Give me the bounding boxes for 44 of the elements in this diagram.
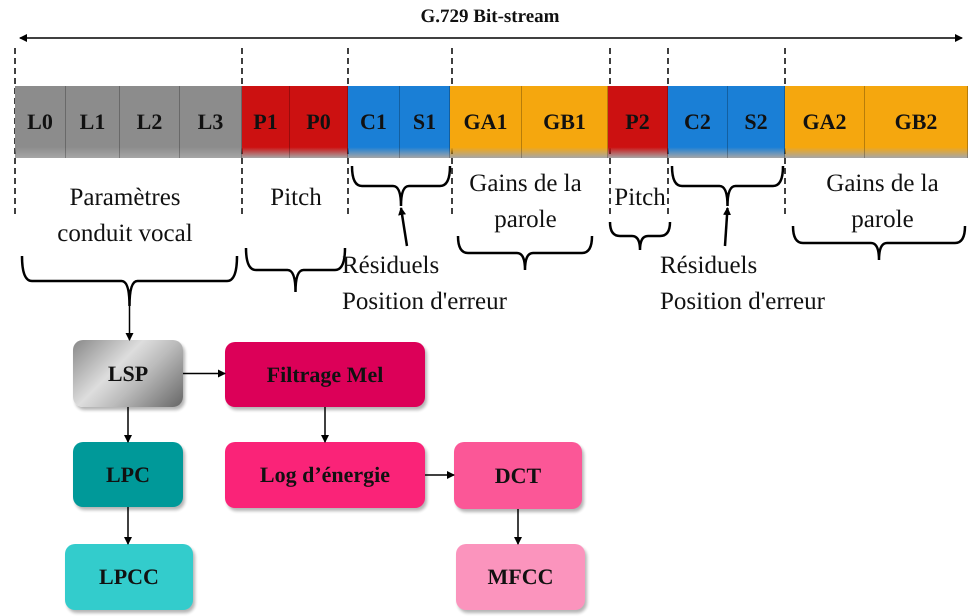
group-label: Pitch xyxy=(269,183,323,213)
arrow xyxy=(124,507,132,545)
curly-brace xyxy=(608,222,672,252)
arrow xyxy=(124,407,132,443)
bit-field: GB1 xyxy=(522,86,608,158)
bit-field: P2 xyxy=(608,86,668,158)
curly-brace xyxy=(456,236,594,272)
group-label: Pitch xyxy=(613,183,667,213)
bit-field: GB2 xyxy=(865,86,968,158)
group-label: Résiduels Position d'erreur xyxy=(660,248,831,320)
bit-field: GA2 xyxy=(785,86,865,158)
arrow xyxy=(398,207,408,246)
process-box: LPCC xyxy=(65,544,193,610)
bit-field: L2 xyxy=(120,86,180,158)
process-box: LPC xyxy=(73,442,183,507)
group-label: Gains de la parole xyxy=(825,169,940,235)
arrow xyxy=(425,471,455,479)
group-label: Paramètres conduit vocal xyxy=(54,180,196,256)
curly-brace xyxy=(350,166,452,208)
arrow xyxy=(126,306,134,341)
process-box: LSP xyxy=(73,340,183,407)
process-box: Log d’énergie xyxy=(225,442,425,508)
process-box: DCT xyxy=(454,442,582,509)
bit-field: S1 xyxy=(400,86,450,158)
title: G.729 Bit-stream xyxy=(420,5,560,29)
process-box: Filtrage Mel xyxy=(225,342,425,407)
bit-field: L1 xyxy=(66,86,120,158)
arrow xyxy=(514,509,522,545)
bit-field: C1 xyxy=(348,86,400,158)
process-box: MFCC xyxy=(456,544,585,610)
bit-field: L0 xyxy=(15,86,66,158)
bit-field: S2 xyxy=(728,86,785,158)
arrow xyxy=(183,370,226,378)
curly-brace xyxy=(670,166,784,208)
bit-field: L3 xyxy=(180,86,242,158)
bit-field: GA1 xyxy=(450,86,522,158)
bit-field: P0 xyxy=(290,86,348,158)
group-label: Résiduels Position d'erreur xyxy=(342,248,513,320)
bit-field: C2 xyxy=(668,86,728,158)
curly-brace xyxy=(20,256,238,308)
arrow xyxy=(723,207,732,246)
bit-field: P1 xyxy=(242,86,290,158)
arrow xyxy=(321,407,329,443)
group-label: Gains de la parole xyxy=(468,169,583,235)
